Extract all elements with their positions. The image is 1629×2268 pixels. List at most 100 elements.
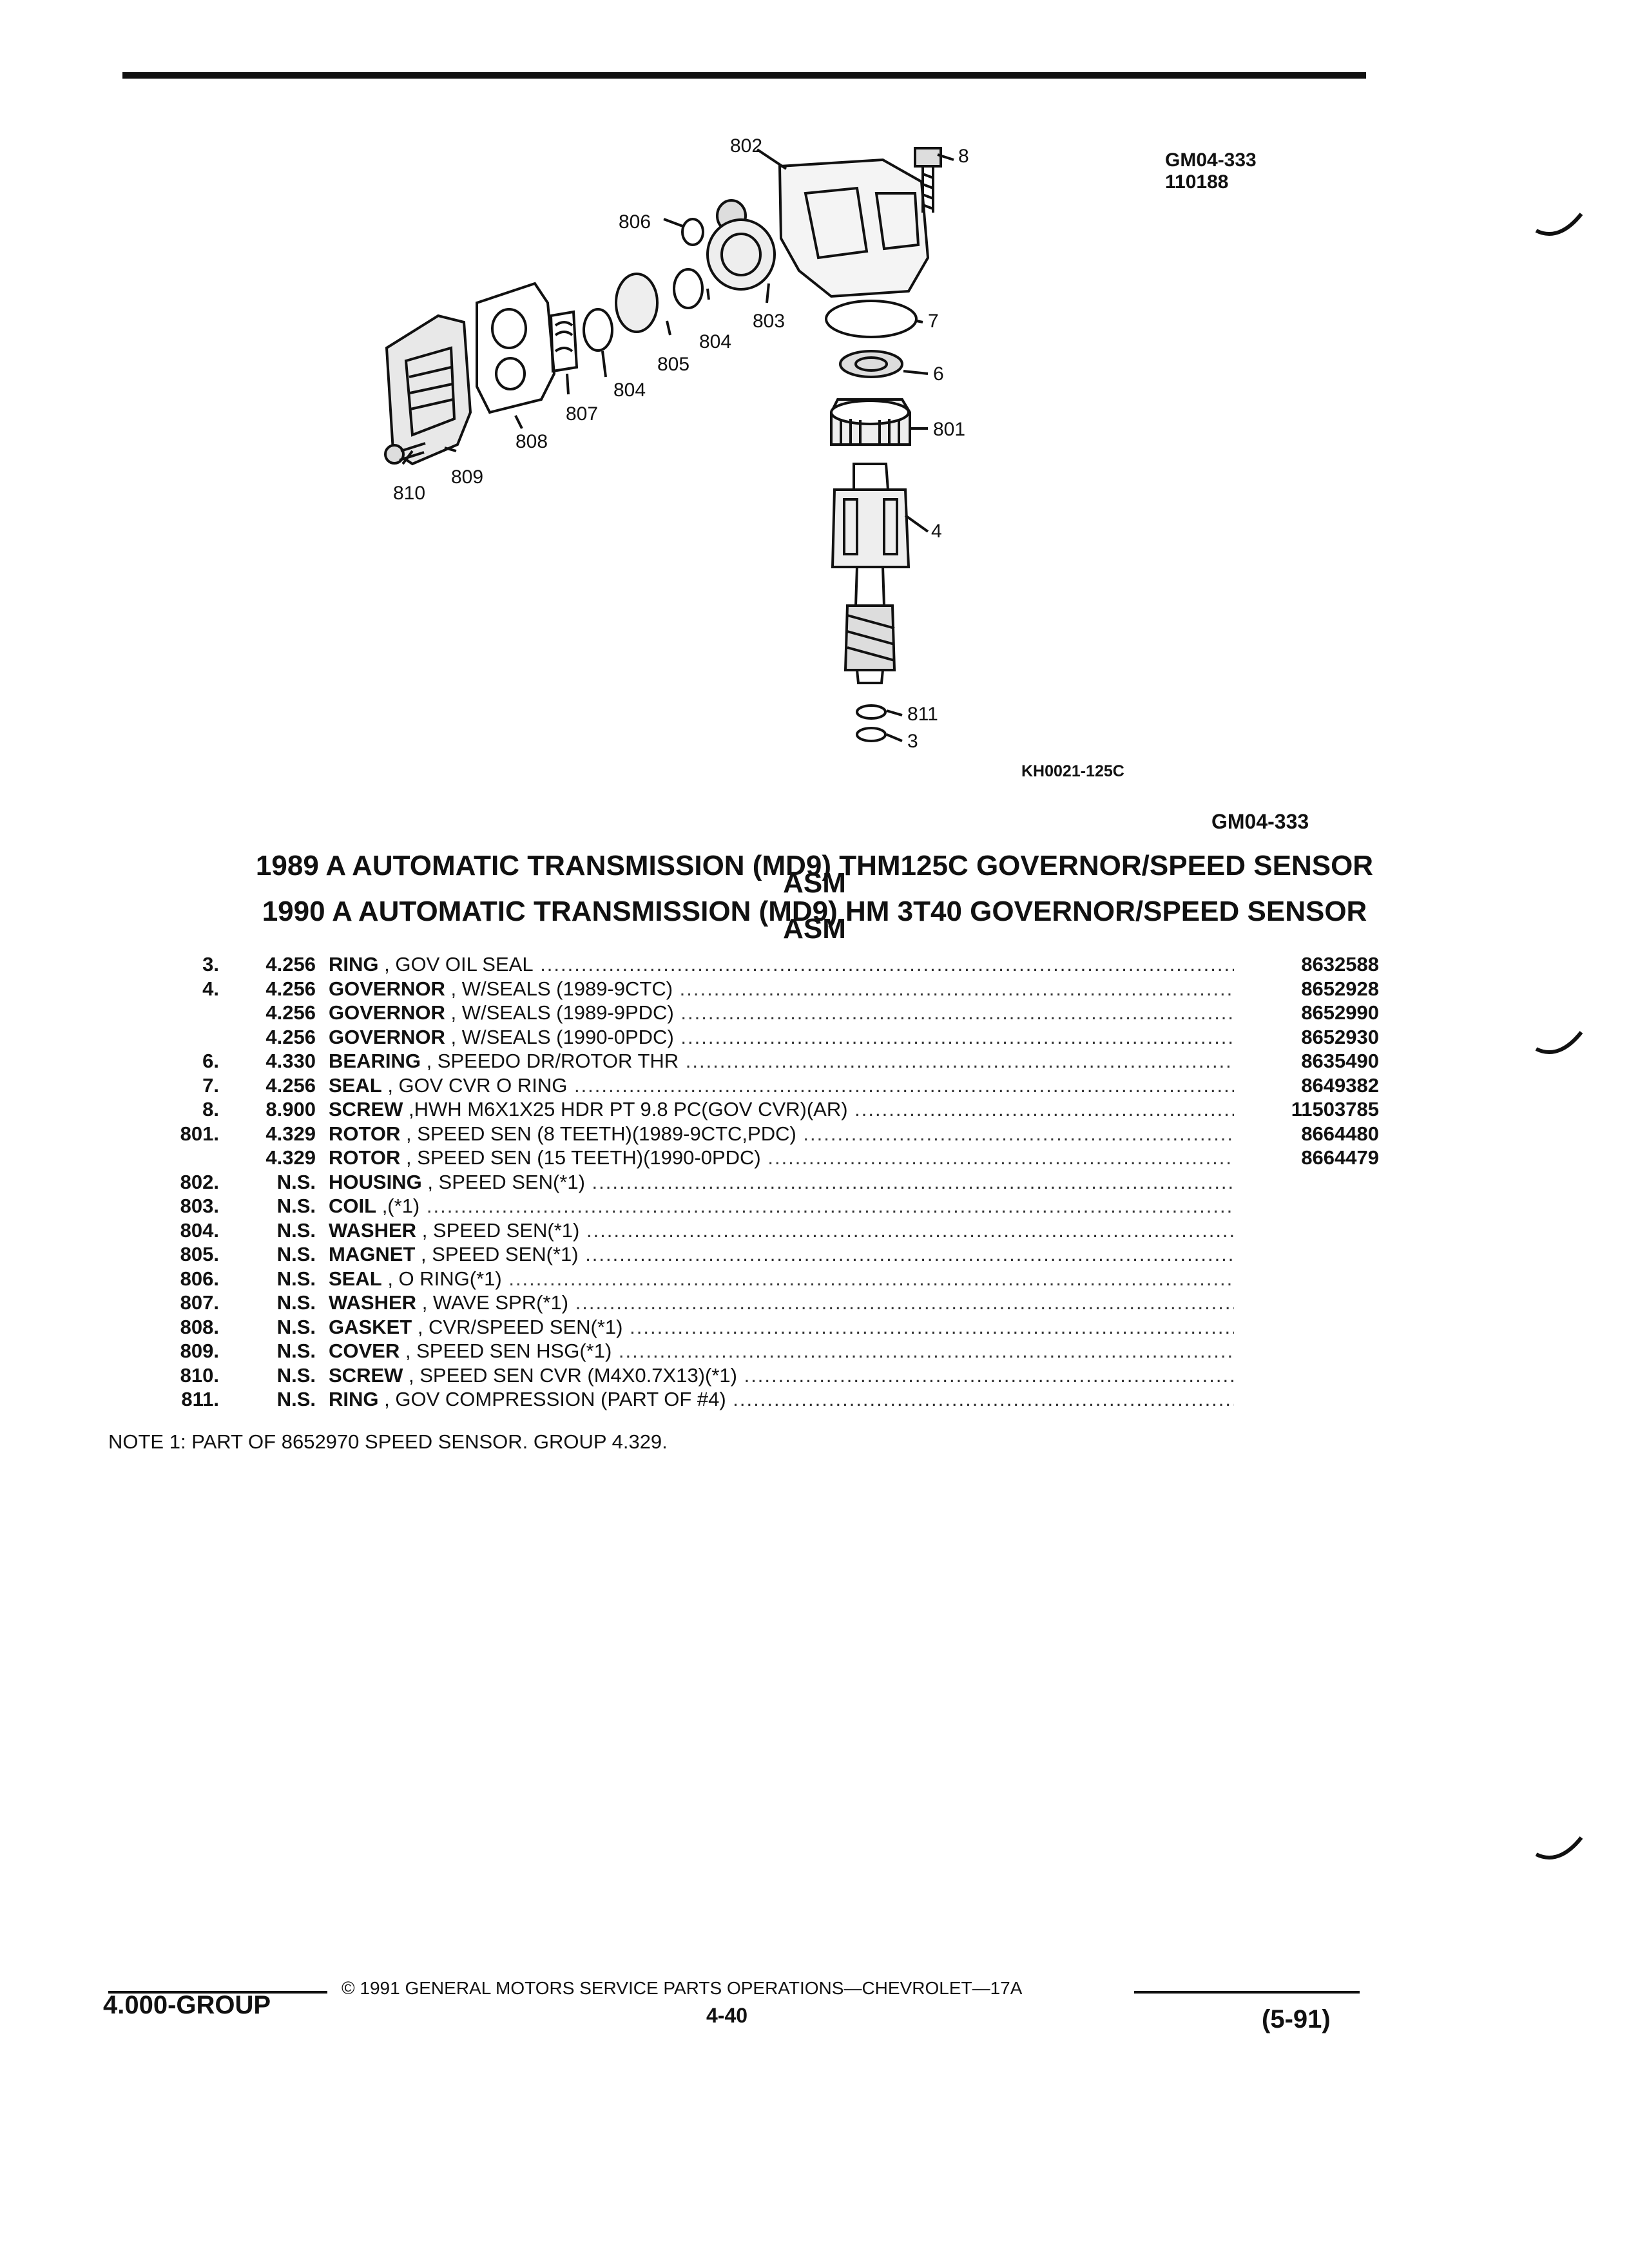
item-number: 8. (202, 1098, 219, 1120)
part-detail: , SPEED SEN CVR (M4X0.7X13)(*1) (409, 1363, 737, 1387)
callout-810: 810 (393, 483, 425, 504)
part-detail: , SPEEDO DR/ROTOR THR (426, 1050, 679, 1072)
part-detail: , SPEED SEN (15 TEETH)(1990-0PDC) (406, 1146, 761, 1169)
callout-808: 808 (516, 431, 548, 452)
part-description: SEAL , GOV CVR O RING (329, 1073, 1234, 1097)
part-description: BEARING , SPEEDO DR/ROTOR THR (329, 1049, 1234, 1073)
note: NOTE 1: PART OF 8652970 SPEED SENSOR. GR… (108, 1430, 668, 1453)
table-row: 6. 4.330 BEARING , SPEEDO DR/ROTOR THR 8635… (155, 1049, 1379, 1073)
item-number: 805. (180, 1243, 219, 1265)
part-detail: , GOV CVR O RING (387, 1073, 568, 1097)
callout-801: 801 (933, 419, 965, 440)
footer-group: 4.000-GROUP (103, 1991, 271, 2019)
item-number: 6. (202, 1050, 219, 1072)
part-name: RING (329, 953, 379, 975)
group-number: 4.329 (265, 1122, 316, 1145)
item-number: 802. (180, 1170, 219, 1193)
table-row: 809. N.S. COVER , SPEED SEN HSG(*1) (155, 1339, 1379, 1363)
part-description: RING , GOV OIL SEAL (329, 952, 1234, 976)
part-detail: , CVR/SPEED SEN(*1) (417, 1315, 623, 1338)
part-detail: , SPEED SEN (8 TEETH)(1989-9CTC,PDC) (406, 1122, 796, 1145)
group-number: 4.256 (265, 1025, 316, 1048)
reference-number: 110188 (1165, 171, 1229, 193)
part-description: COIL ,(*1) (329, 1194, 1234, 1218)
part-description: MAGNET , SPEED SEN(*1) (329, 1242, 1234, 1266)
part-number: 11503785 (1291, 1098, 1379, 1120)
table-row: 807.N.S.WASHER , WAVE SPR(*1) (155, 1291, 1379, 1315)
part-name: BEARING (329, 1050, 421, 1072)
item-number: 4. (202, 977, 219, 1000)
group-number: 4.256 (265, 977, 316, 1000)
callout-7: 7 (928, 311, 939, 332)
group-number: N.S. (276, 1315, 316, 1338)
part-number: 8664479 (1301, 1146, 1379, 1169)
group-number: N.S. (276, 1267, 316, 1290)
part-name: MAGNET (329, 1243, 416, 1265)
page-number: 4-40 (706, 2004, 748, 2027)
callout-802: 802 (730, 135, 762, 157)
group-number: 4.256 (265, 1073, 316, 1097)
section-title-suffix: ASM (783, 913, 846, 945)
top-rule (122, 72, 1366, 79)
part-name: SEAL (329, 1267, 382, 1290)
part-name: COIL (329, 1195, 377, 1217)
table-row: 805. N.S. MAGNET , SPEED SEN(*1) (155, 1242, 1379, 1267)
group-number: N.S. (276, 1363, 316, 1387)
table-row: 804.N.S.WASHER , SPEED SEN(*1) (155, 1218, 1379, 1243)
part-detail: ,HWH M6X1X25 HDR PT 9.8 PC(GOV CVR)(AR) (409, 1098, 848, 1120)
callout-807: 807 (566, 403, 598, 425)
table-row: 811.N.S.RING , GOV COMPRESSION (PART OF … (155, 1387, 1379, 1412)
part-description: ROTOR , SPEED SEN (8 TEETH)(1989-9CTC,PD… (329, 1122, 1234, 1146)
group-number: N.S. (276, 1340, 316, 1362)
callout-809: 809 (451, 466, 483, 488)
margin-mark (1535, 1031, 1583, 1054)
table-row: 810. N.S. SCREW , SPEED SEN CVR (M4X0.7X13… (155, 1363, 1379, 1388)
revision-date: (5-91) (1262, 2005, 1331, 2033)
part-name: GOVERNOR (329, 1001, 445, 1024)
diagram-reference: KH0021-125C (1021, 762, 1124, 780)
group-number: 4.330 (265, 1050, 316, 1072)
part-name: ROTOR (329, 1122, 401, 1145)
footer-rule (1134, 1991, 1360, 1994)
reference-code: GM04-333 (1165, 149, 1257, 171)
callout-3: 3 (907, 731, 918, 752)
part-description: SCREW , SPEED SEN CVR (M4X0.7X13)(*1) (329, 1363, 1234, 1387)
part-detail: , O RING(*1) (387, 1267, 502, 1290)
part-description: ROTOR , SPEED SEN (15 TEETH)(1990-0PDC) (329, 1146, 1234, 1169)
callout-805: 805 (657, 354, 689, 375)
part-name: SCREW (329, 1098, 403, 1120)
group-number: N.S. (276, 1243, 316, 1265)
part-description: HOUSING , SPEED SEN(*1) (329, 1170, 1234, 1194)
part-number: 8649382 (1301, 1073, 1379, 1097)
item-number: 803. (180, 1195, 219, 1217)
footer-copyright: © 1991 GENERAL MOTORS SERVICE PARTS OPER… (342, 1978, 1023, 1998)
part-description: COVER , SPEED SEN HSG(*1) (329, 1339, 1234, 1363)
group-number: N.S. (276, 1195, 316, 1217)
part-detail: , W/SEALS (1989-9PDC) (450, 1001, 674, 1024)
table-row: 803. N.S. COIL ,(*1) (155, 1194, 1379, 1218)
footer-rule (108, 1991, 327, 1994)
item-number: 810. (180, 1363, 219, 1387)
item-number: 804. (180, 1218, 219, 1242)
callout-803: 803 (753, 311, 785, 332)
group-number: 4.256 (265, 1001, 316, 1024)
table-row: 808.N.S.GASKET , CVR/SPEED SEN(*1) (155, 1315, 1379, 1340)
table-row: 802.N.S.HOUSING , SPEED SEN(*1) (155, 1170, 1379, 1195)
item-number: 809. (180, 1340, 219, 1362)
reference-block: GM04-333 110188 (1165, 149, 1257, 193)
part-description: GOVERNOR , W/SEALS (1990-0PDC) (329, 1025, 1234, 1049)
callout-6: 6 (933, 363, 944, 385)
part-name: COVER (329, 1340, 400, 1362)
item-number: 7. (202, 1073, 219, 1097)
part-detail: , GOV OIL SEAL (384, 953, 534, 975)
part-description: RING , GOV COMPRESSION (PART OF #4) (329, 1387, 1234, 1411)
part-name: WASHER (329, 1291, 417, 1314)
part-number: 8635490 (1301, 1050, 1379, 1072)
table-row: 7. 4.256 SEAL , GOV CVR O RING 8649382 (155, 1073, 1379, 1098)
part-detail: , W/SEALS (1989-9CTC) (450, 977, 673, 1000)
